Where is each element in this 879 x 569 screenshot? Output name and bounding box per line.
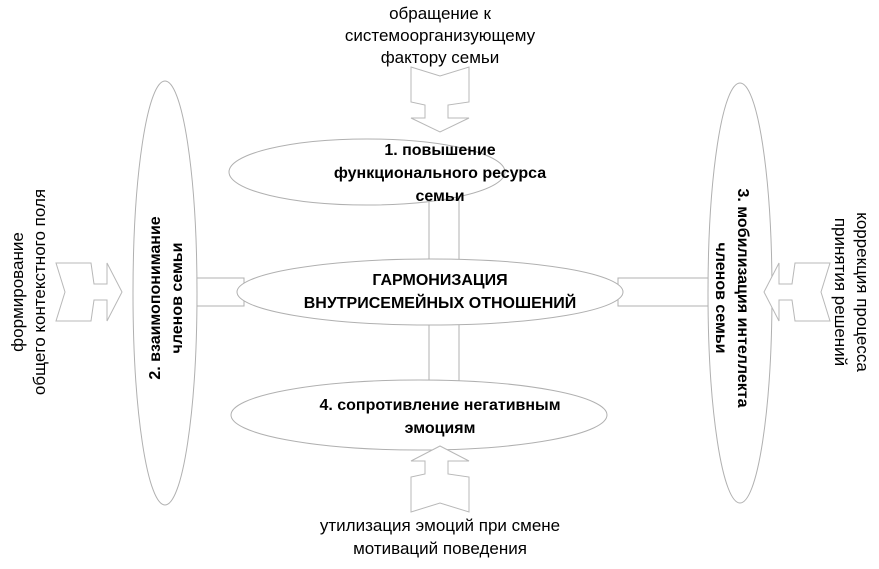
center-label: ГАРМОНИЗАЦИЯ ВНУТРИСЕМЕЙНЫХ ОТНОШЕНИЙ bbox=[304, 272, 577, 312]
connector-left bbox=[191, 277, 245, 307]
node2-line: 2. взаимопонимание bbox=[147, 216, 164, 379]
node1-line: 1. повышение bbox=[384, 142, 495, 159]
node3-line: членов семьи bbox=[712, 243, 729, 354]
node3-label: 3. мобилизация интеллекта членов семьи bbox=[712, 189, 751, 408]
left-input-line: общего контекстного поля bbox=[30, 189, 49, 395]
right-input-label: коррекция процесса принятия решений bbox=[831, 212, 872, 372]
arrow-left-icon bbox=[763, 262, 831, 322]
right-input-line: коррекция процесса bbox=[853, 212, 872, 372]
node1-label: 1. повышение функционального ресурса сем… bbox=[334, 142, 546, 205]
node1-line: функционального ресурса bbox=[334, 165, 546, 182]
top-input-line: фактору семьи bbox=[381, 48, 500, 67]
connector-bottom bbox=[428, 321, 460, 385]
node4-line: эмоциям bbox=[405, 420, 476, 437]
center-ellipse bbox=[236, 258, 624, 326]
arrow-up-icon bbox=[410, 445, 470, 513]
left-input-label: формирование общего контекстного поля bbox=[8, 189, 49, 395]
bottom-input-line: утилизация эмоций при смене bbox=[320, 516, 560, 535]
node4-label: 4. сопротивление негативным эмоциям bbox=[319, 397, 560, 437]
arrow-down-icon bbox=[410, 66, 470, 133]
node1-line: семьи bbox=[415, 188, 464, 205]
connector-top bbox=[428, 199, 460, 263]
node2-line: членов семьи bbox=[169, 243, 186, 354]
left-input-line: формирование bbox=[8, 232, 27, 352]
top-input-label: обращение к системоорганизующему фактору… bbox=[345, 4, 536, 67]
arrow-right-icon bbox=[55, 262, 123, 322]
node2-ellipse bbox=[132, 80, 198, 506]
bottom-input-line: мотиваций поведения bbox=[353, 539, 527, 558]
node1-ellipse bbox=[228, 138, 506, 206]
center-line: ВНУТРИСЕМЕЙНЫХ ОТНОШЕНИЙ bbox=[304, 293, 577, 312]
bottom-input-label: утилизация эмоций при смене мотиваций по… bbox=[320, 516, 560, 558]
top-input-line: обращение к bbox=[389, 4, 491, 23]
node4-line: 4. сопротивление негативным bbox=[319, 397, 560, 414]
right-input-line: принятия решений bbox=[831, 218, 850, 366]
top-input-line: системоорганизующему bbox=[345, 26, 536, 45]
node4-ellipse bbox=[230, 379, 608, 451]
node2-label: 2. взаимопонимание членов семьи bbox=[147, 216, 186, 379]
connector-right bbox=[617, 277, 713, 307]
center-line: ГАРМОНИЗАЦИЯ bbox=[372, 272, 507, 289]
node3-line: 3. мобилизация интеллекта bbox=[734, 189, 751, 408]
